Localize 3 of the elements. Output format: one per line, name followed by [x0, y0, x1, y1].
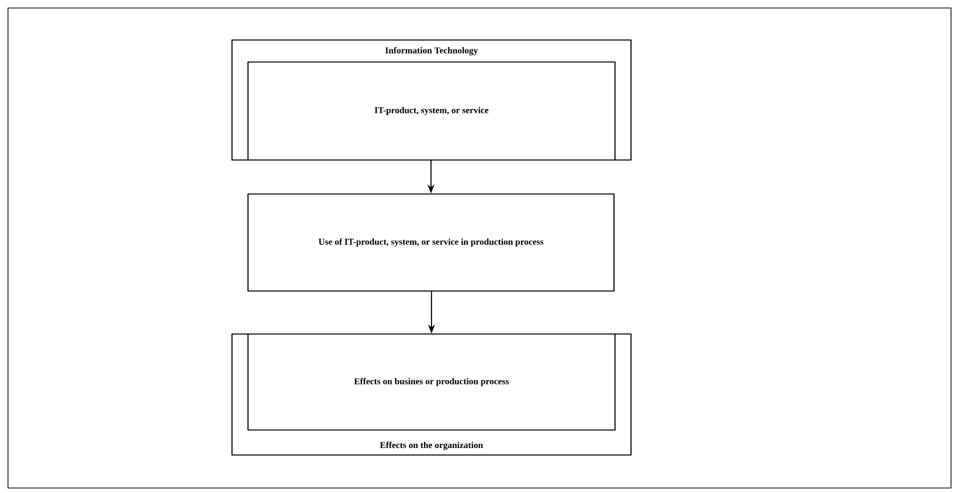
process-box: Effects on busines or production process: [247, 333, 616, 431]
process-box: IT-product, system, or service: [247, 61, 616, 161]
process-box: Use of IT-product, system, or service in production process: [247, 193, 615, 292]
